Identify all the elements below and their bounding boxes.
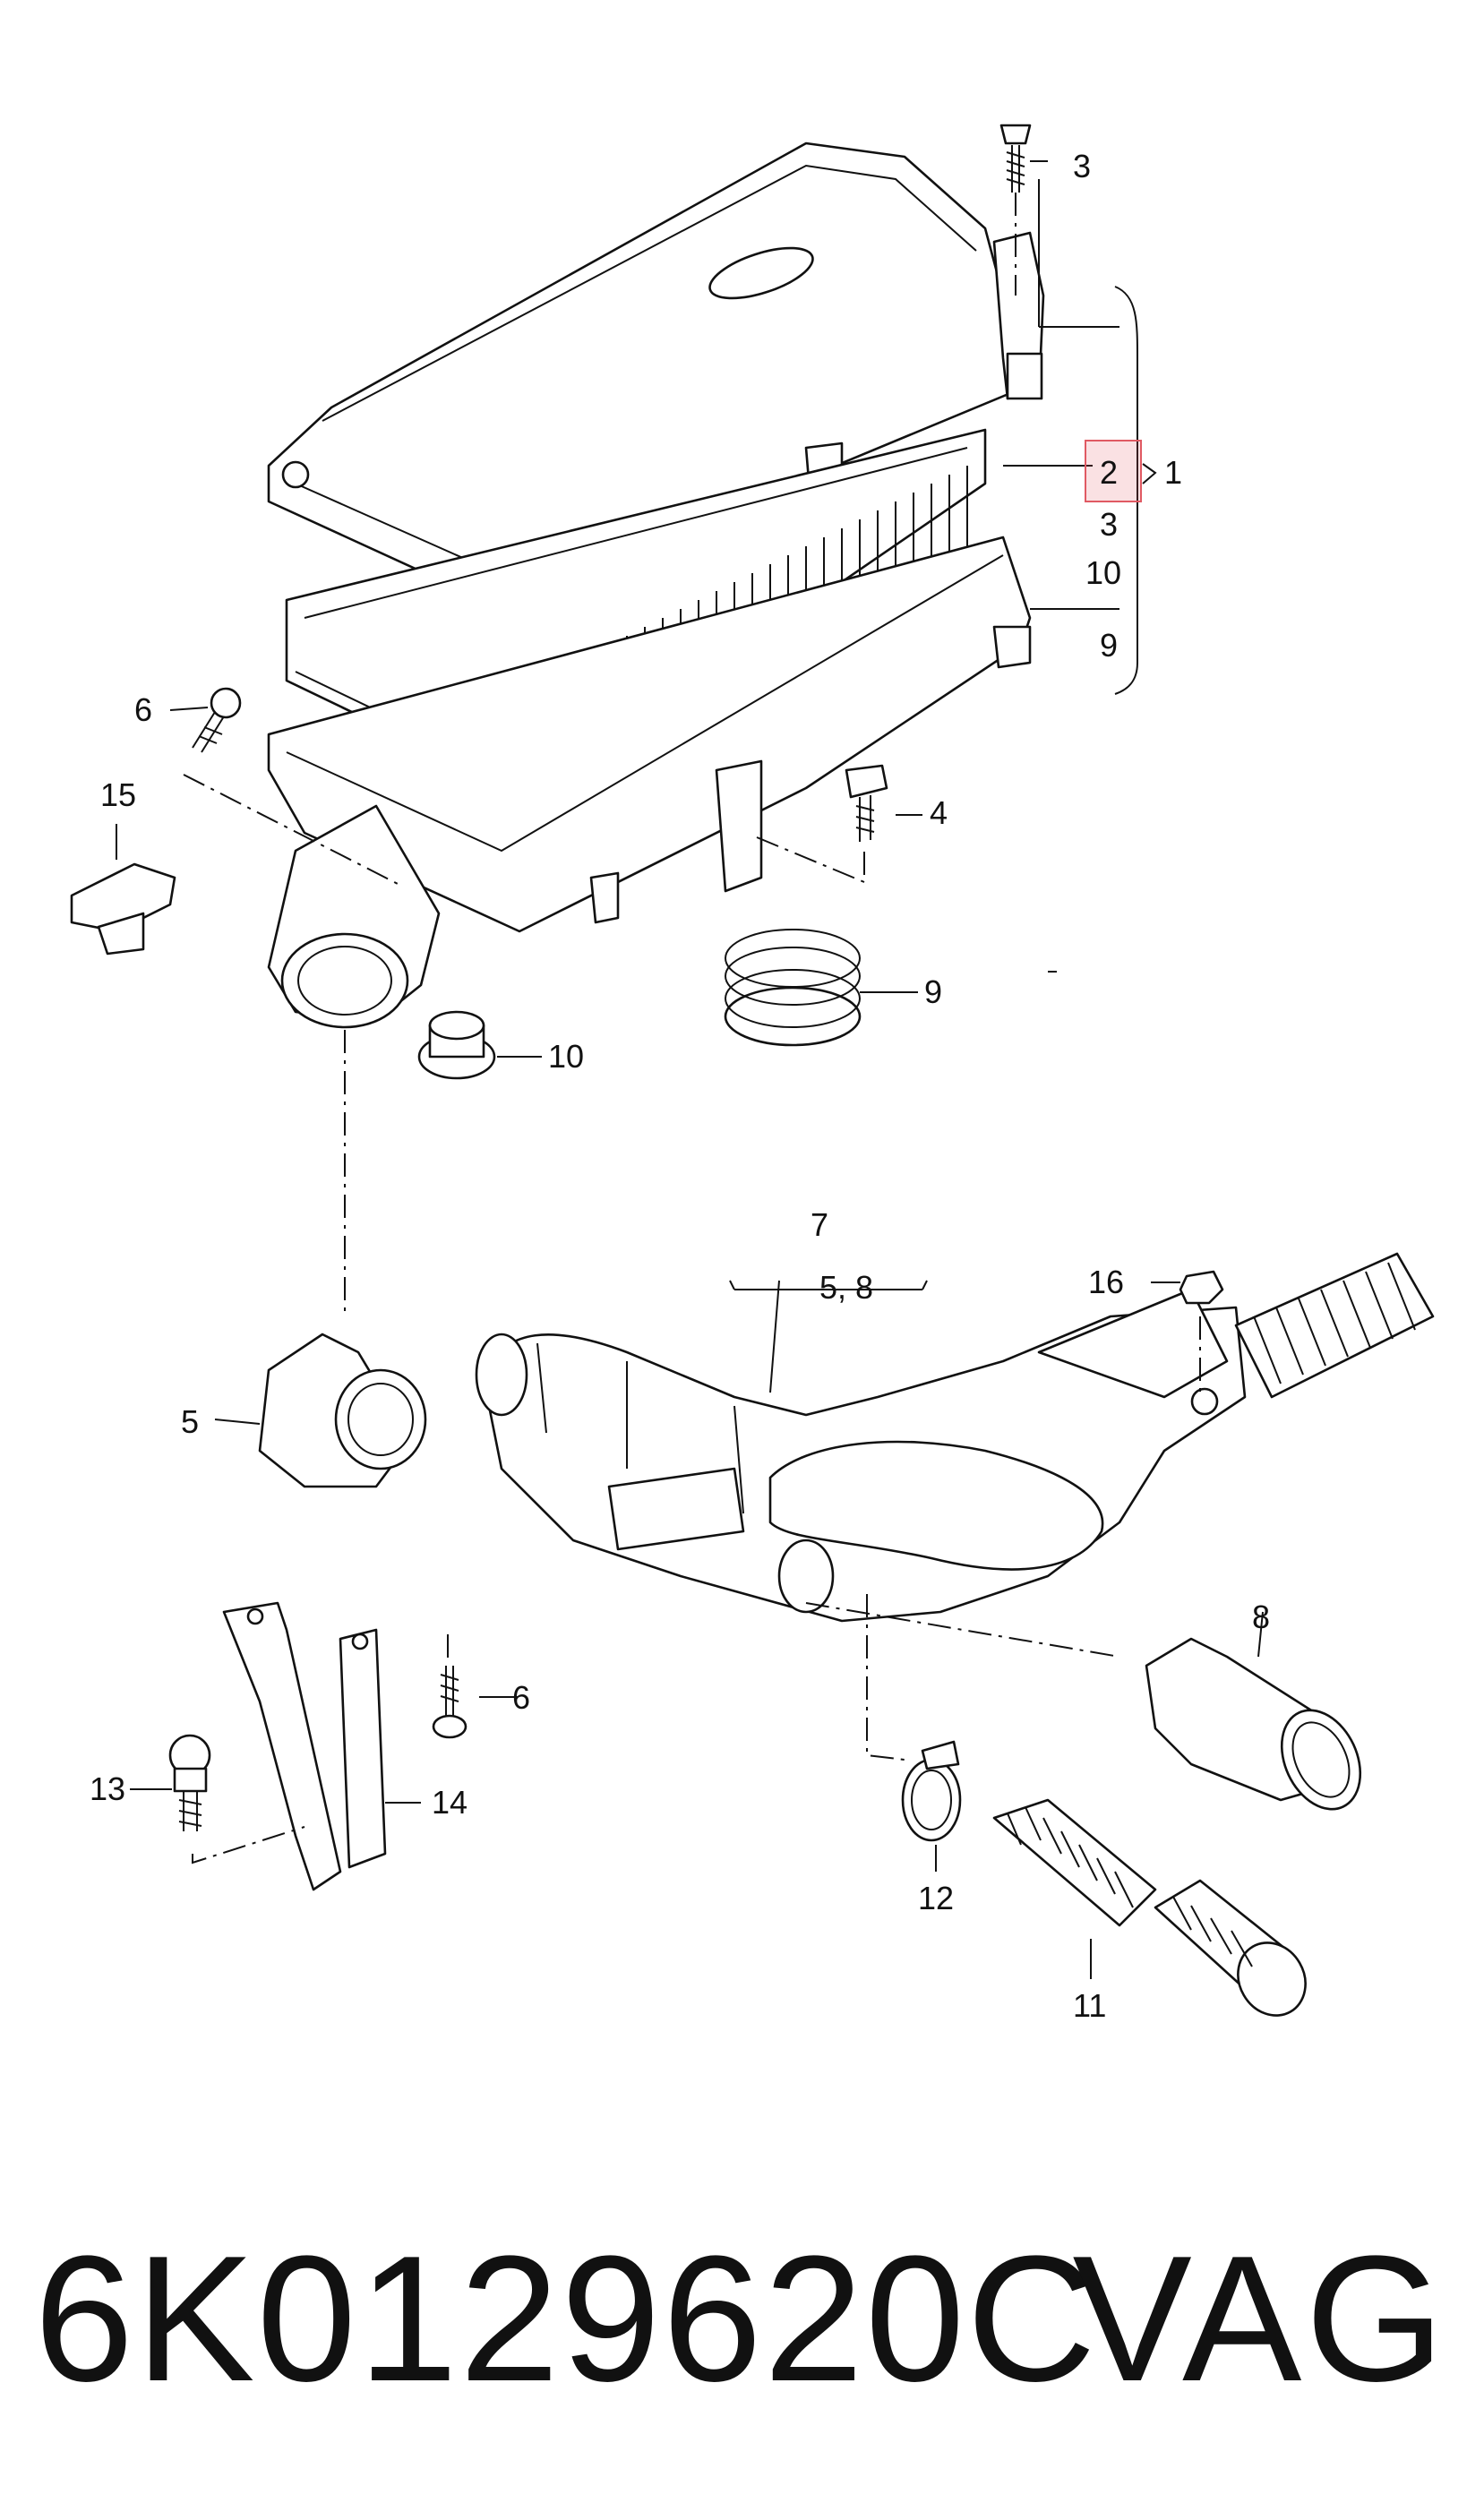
part-number: 6K0129620C [34, 2219, 1098, 2419]
label-16: 16 [1088, 1264, 1124, 1300]
corrugated-hose-11 [992, 1798, 1307, 2017]
assembly-lines [183, 193, 1201, 1864]
corrugated-hose-upper [1234, 1252, 1435, 1399]
intake-pipe [475, 1288, 1247, 1623]
leader-lines [116, 160, 1264, 1979]
label-14: 14 [432, 1784, 468, 1821]
clip-15 [70, 862, 176, 956]
connector-5 [258, 1333, 427, 1488]
label-5-8: 5, 8 [819, 1269, 873, 1306]
hose-clamp-12 [901, 1740, 962, 1842]
label-5: 5 [181, 1403, 199, 1440]
filter-housing-lower [267, 536, 1032, 1029]
label-7: 7 [811, 1206, 828, 1243]
label-4: 4 [930, 794, 948, 831]
nut-16 [1179, 1270, 1224, 1305]
label-3-top: 3 [1073, 148, 1091, 184]
callout-labels: 3 2 1 3 10 9 6 15 4 9 10 7 5, 8 16 5 8 6… [90, 148, 1270, 2024]
label-6-top: 6 [134, 691, 152, 728]
bracket-14 [222, 1601, 387, 1891]
grommet-10 [417, 1010, 496, 1080]
label-10-mid: 10 [1085, 554, 1121, 591]
screw-6-bottom [432, 1666, 468, 1739]
exploded-parts-diagram: 3 2 1 3 10 9 6 15 4 9 10 7 5, 8 16 5 8 6… [70, 124, 1435, 2024]
brace-1 [1142, 463, 1157, 484]
highlight-box-2 [1085, 440, 1142, 502]
label-12: 12 [918, 1880, 954, 1916]
label-3-mid: 3 [1100, 506, 1118, 543]
label-1: 1 [1164, 454, 1182, 491]
label-15: 15 [100, 776, 136, 813]
label-11: 11 [1073, 1987, 1106, 2024]
label-6-bottom: 6 [512, 1679, 530, 1716]
brand-name: VAG [1072, 2219, 1448, 2419]
label-8: 8 [1252, 1599, 1270, 1635]
label-2: 2 [1100, 454, 1118, 491]
label-9: 9 [924, 973, 942, 1010]
label-13: 13 [90, 1770, 125, 1807]
label-10: 10 [548, 1038, 584, 1075]
screw-3-top [999, 124, 1032, 193]
screw-6-top [192, 687, 242, 753]
label-9-mid: 9 [1100, 627, 1118, 664]
seal-ring-9 [724, 929, 862, 1047]
bolt-4 [845, 764, 888, 842]
bolt-13 [168, 1734, 211, 1831]
funnel-8 [1145, 1637, 1362, 1811]
